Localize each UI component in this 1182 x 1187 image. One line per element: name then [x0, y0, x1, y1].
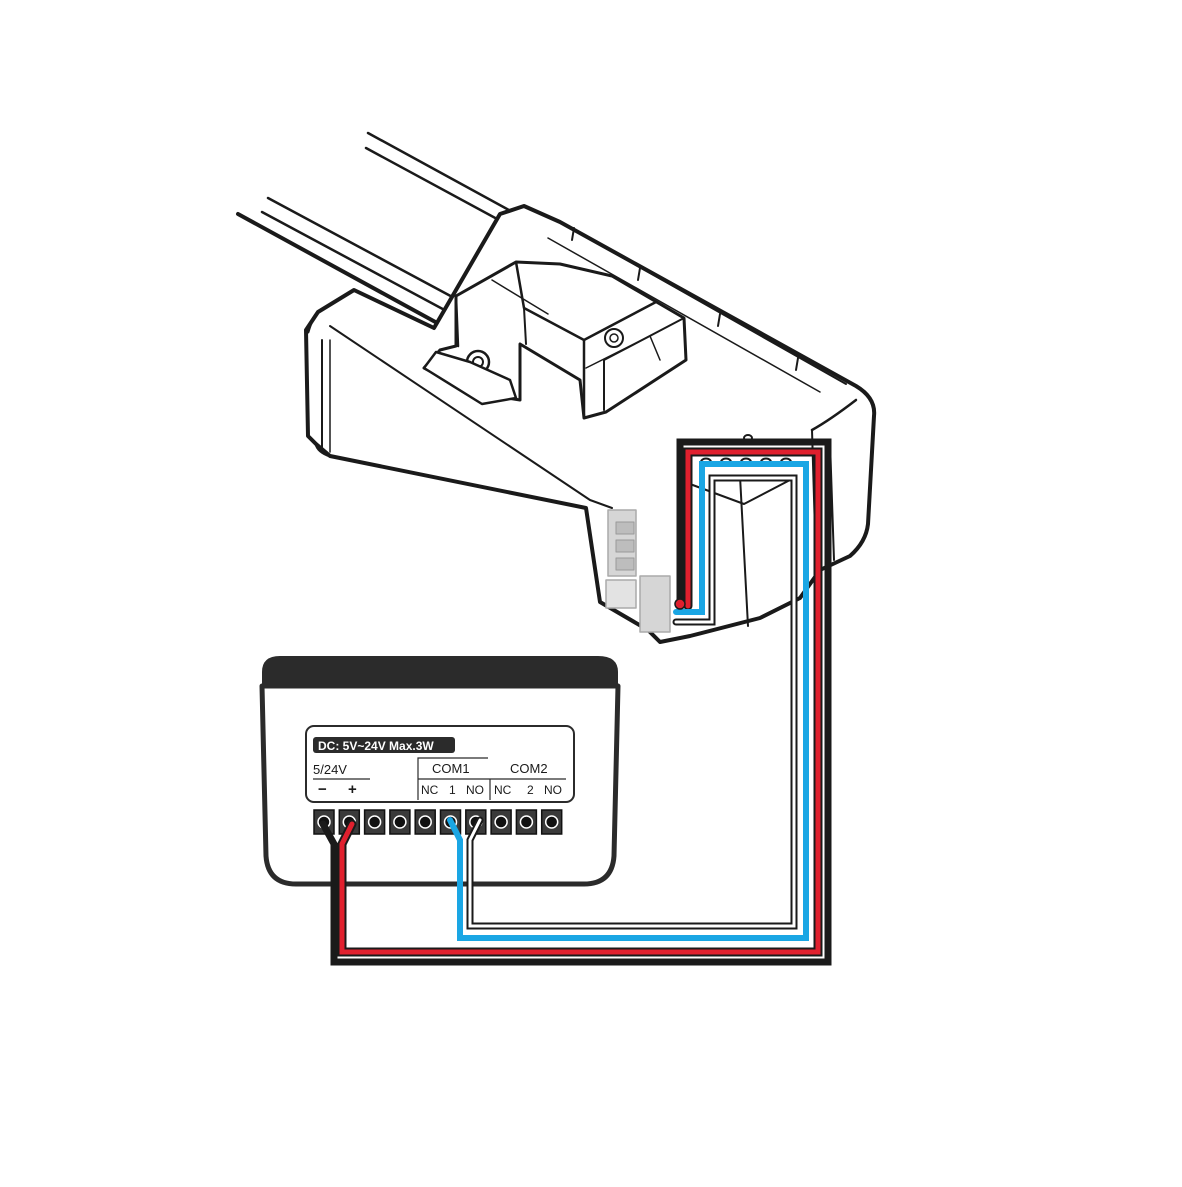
- motor-assembly: [236, 131, 877, 644]
- terminal-screw-icon: [519, 815, 534, 829]
- wire-black: [319, 438, 832, 966]
- terminal-screw-icon: [393, 815, 407, 829]
- com2-label: COM2: [510, 761, 548, 776]
- com1-nc: NC: [421, 783, 439, 797]
- power-label: 5/24V: [313, 762, 347, 777]
- terminal-screw-icon: [418, 815, 432, 829]
- wires: [319, 438, 832, 966]
- minus-label: −: [318, 781, 327, 798]
- com2-nc: NC: [494, 783, 512, 797]
- plus-label: +: [348, 781, 357, 798]
- controller-box: DC: 5V~24V Max.3W 5/24V − + COM1 COM2 NC…: [259, 656, 621, 887]
- terminal-screw-icon: [367, 815, 382, 829]
- com1-label: COM1: [432, 761, 470, 776]
- com2-no: NO: [544, 783, 562, 797]
- rating-text: DC: 5V~24V Max.3W: [318, 739, 434, 753]
- terminal-screw-icon: [494, 815, 508, 829]
- motor-housing: [304, 204, 877, 644]
- motor-terminal-block: [605, 509, 671, 633]
- wire-blue: [447, 461, 809, 941]
- com1-1: 1: [449, 783, 456, 797]
- terminal-screw-icon: [544, 815, 559, 829]
- com2-2: 2: [527, 783, 534, 797]
- rating-badge: [313, 737, 455, 753]
- com1-no: NO: [466, 783, 484, 797]
